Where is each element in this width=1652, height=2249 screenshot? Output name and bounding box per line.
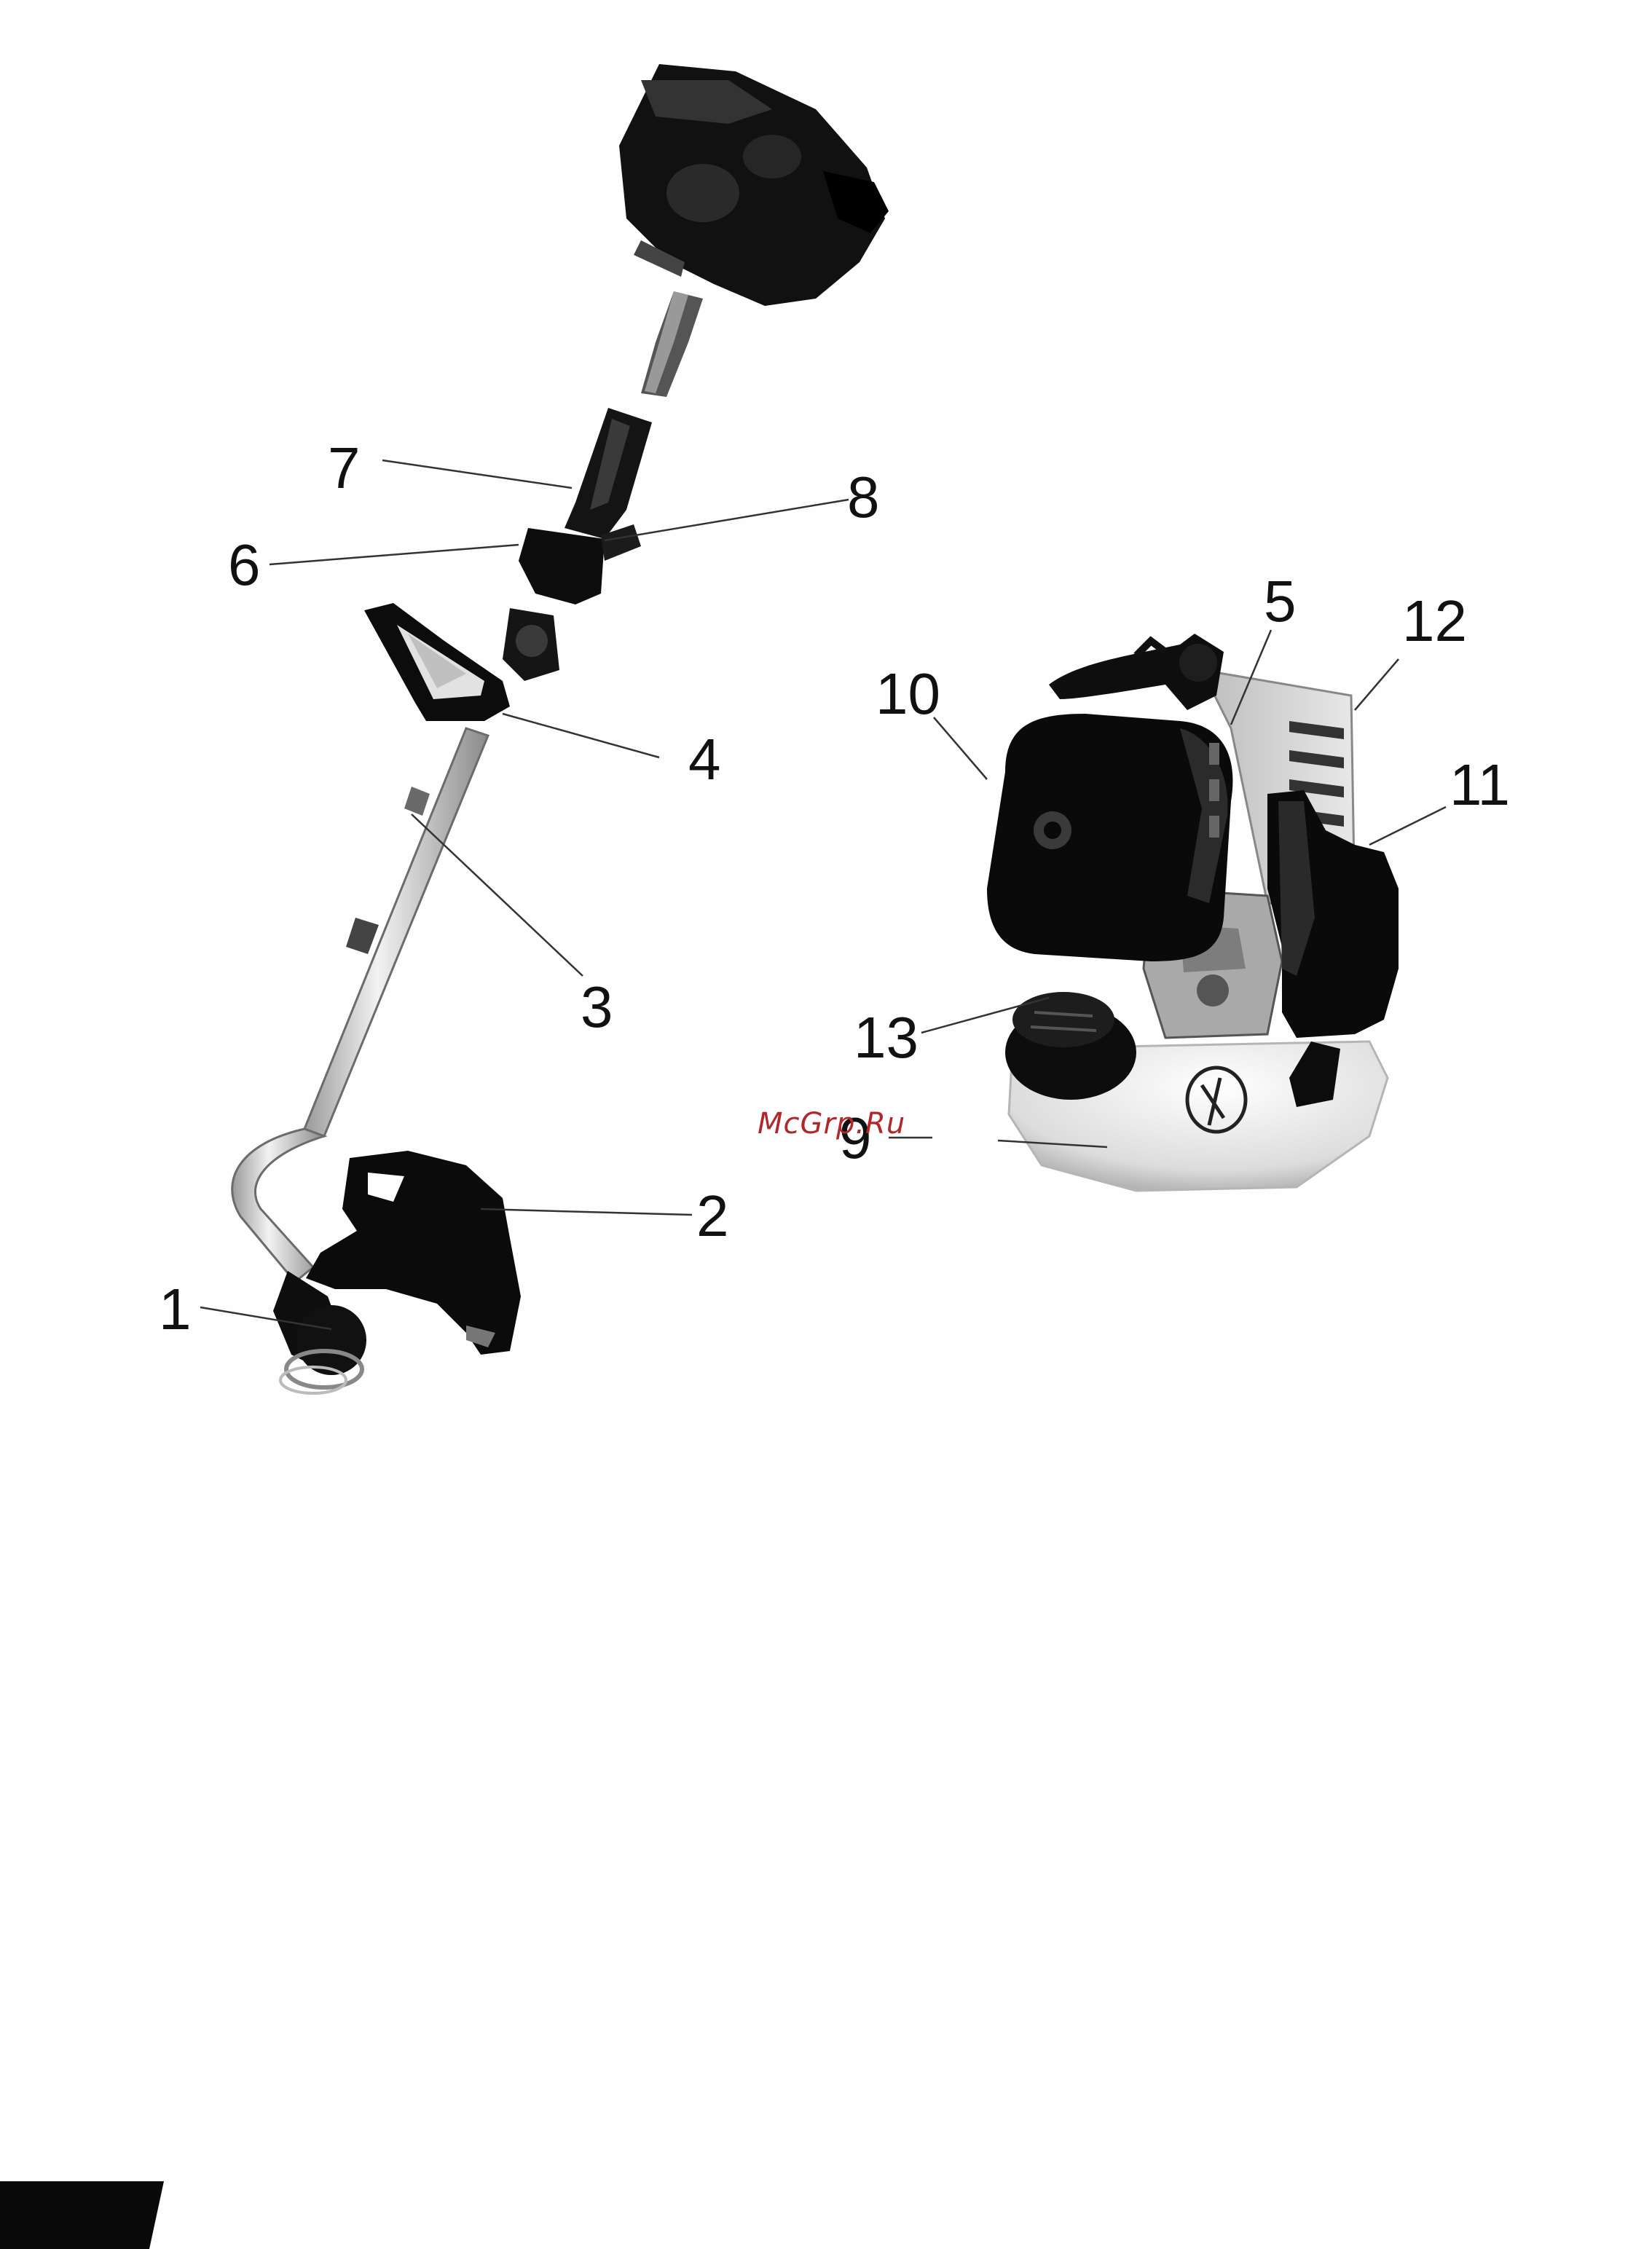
leader-4: [503, 714, 659, 757]
leader-11: [1369, 807, 1446, 845]
callout-8: 8: [847, 465, 880, 529]
spark-plug-cap-icon: [1049, 634, 1224, 710]
callout-7: 7: [328, 436, 361, 500]
leader-7: [382, 460, 572, 488]
engine-detail-illustration: [987, 634, 1399, 1191]
leader-8: [605, 500, 849, 540]
page-corner-tab: [0, 2181, 164, 2249]
watermark-text: McGrp.Ru: [758, 1107, 905, 1141]
leader-10: [934, 717, 987, 779]
callout-11: 11: [1450, 752, 1510, 817]
callout-5: 5: [1264, 569, 1297, 634]
callout-6: 6: [228, 532, 261, 597]
callout-13: 13: [854, 1005, 919, 1070]
leader-6: [270, 545, 519, 564]
leader-12: [1355, 659, 1399, 710]
callout-10: 10: [876, 661, 940, 726]
callout-2: 2: [696, 1183, 729, 1248]
callout-4: 4: [688, 727, 721, 792]
callout-12: 12: [1402, 588, 1467, 653]
trimmer-illustration: [232, 64, 889, 1393]
leader-3: [412, 814, 583, 976]
callout-3: 3: [581, 974, 613, 1039]
loop-handle-icon: [364, 603, 510, 721]
callout-1: 1: [159, 1277, 192, 1342]
leader-2: [481, 1209, 692, 1215]
air-filter-cover-icon: [987, 714, 1232, 961]
trimmer-engine-icon: [619, 64, 889, 306]
primer-bulb-icon: [1005, 992, 1136, 1100]
